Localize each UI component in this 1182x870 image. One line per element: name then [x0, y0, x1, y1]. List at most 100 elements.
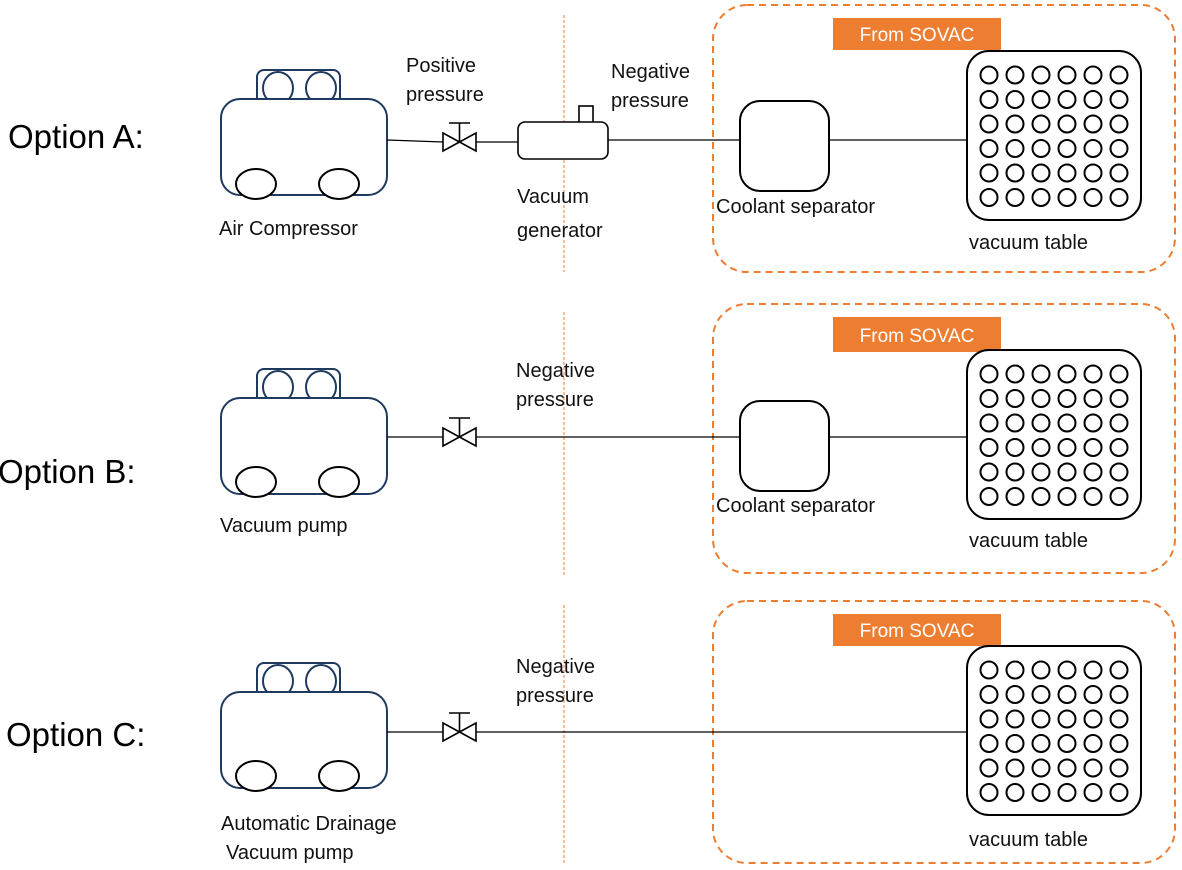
vacuum-hole — [1005, 660, 1025, 680]
vacuum-hole — [1031, 783, 1051, 802]
vacuum-hole — [1109, 389, 1129, 408]
vacuum-hole — [1109, 709, 1129, 729]
vacuum-hole — [1083, 188, 1103, 207]
vacuum-pump-icon-c — [220, 662, 388, 792]
coolant-separator-label-a: Coolant separator — [716, 196, 875, 218]
vacuum-hole — [979, 487, 999, 506]
vacuum-hole — [1083, 114, 1103, 134]
sovac-label-box-a — [833, 18, 1001, 50]
vacuum-hole — [1005, 389, 1025, 408]
negative-pressure-c-line-2: pressure — [516, 685, 594, 707]
vacuum-generator-icon — [517, 105, 609, 160]
vacuum-generator-line-2: generator — [517, 220, 603, 242]
vacuum-hole — [1109, 188, 1129, 207]
vacuum-hole — [1057, 163, 1077, 183]
vacuum-hole — [1057, 65, 1077, 85]
vacuum-hole — [1109, 783, 1129, 802]
vacuum-hole — [1109, 413, 1129, 433]
vacuum-hole — [1031, 685, 1051, 704]
vacuum-hole — [1005, 139, 1025, 158]
vacuum-hole — [1005, 364, 1025, 384]
positive-pressure-line-2: pressure — [406, 84, 484, 106]
vacuum-hole — [1057, 90, 1077, 109]
air-compressor-icon — [220, 69, 388, 200]
vacuum-table-label-c: vacuum table — [969, 829, 1088, 851]
vacuum-hole — [1057, 413, 1077, 433]
negative-pressure-a-line-2: pressure — [611, 90, 689, 112]
vacuum-hole — [979, 413, 999, 433]
vacuum-hole — [979, 364, 999, 384]
sovac-region-a — [712, 4, 1176, 273]
vacuum-hole — [979, 163, 999, 183]
coolant-separator-a — [739, 100, 830, 192]
valve-icon-c — [442, 712, 477, 743]
vacuum-hole — [1005, 487, 1025, 506]
option-a-row: Option A: From SOVAC Air Compressor — [8, 4, 1176, 273]
vacuum-generator-line-1: Vacuum — [517, 186, 589, 208]
vacuum-hole — [1005, 114, 1025, 134]
sovac-label-b: From SOVAC — [860, 326, 975, 347]
vacuum-hole — [1109, 364, 1129, 384]
positive-pressure-label-a: Positive pressure — [406, 55, 484, 106]
valve-icon-a — [442, 122, 477, 153]
vacuum-hole — [1057, 709, 1077, 729]
vacuum-hole — [1057, 685, 1077, 704]
vacuum-hole — [1109, 163, 1129, 183]
air-compressor-label: Air Compressor — [219, 218, 358, 240]
vacuum-hole — [1109, 462, 1129, 482]
vacuum-hole — [1057, 114, 1077, 134]
vacuum-hole — [979, 65, 999, 85]
coolant-separator-label-b: Coolant separator — [716, 495, 875, 517]
vacuum-hole — [1005, 188, 1025, 207]
vacuum-hole — [1031, 758, 1051, 778]
vacuum-hole — [1109, 685, 1129, 704]
vacuum-hole — [979, 139, 999, 158]
option-c-title: Option C: — [6, 716, 145, 753]
vacuum-hole — [1031, 364, 1051, 384]
vacuum-hole — [1031, 438, 1051, 457]
vacuum-hole — [1083, 139, 1103, 158]
vacuum-pump-c-line-2: Vacuum pump — [226, 842, 353, 864]
vacuum-hole — [1083, 709, 1103, 729]
vacuum-hole — [1057, 438, 1077, 457]
vacuum-hole — [979, 734, 999, 753]
vacuum-table-label-a: vacuum table — [969, 232, 1088, 254]
vacuum-pump-label-c: Automatic Drainage Vacuum pump — [221, 813, 402, 864]
coolant-separator-b — [739, 400, 830, 492]
option-a-title: Option A: — [8, 118, 144, 155]
vacuum-hole — [1083, 660, 1103, 680]
vacuum-pump-label-b: Vacuum pump — [220, 515, 347, 537]
sovac-region-b — [712, 303, 1176, 574]
vacuum-hole — [1031, 487, 1051, 506]
vacuum-hole — [1005, 413, 1025, 433]
vacuum-hole — [1057, 734, 1077, 753]
vacuum-hole — [1031, 188, 1051, 207]
vacuum-hole — [1109, 438, 1129, 457]
vacuum-hole — [1057, 660, 1077, 680]
vacuum-hole — [1083, 438, 1103, 457]
vacuum-table-holes-a — [979, 65, 1129, 207]
vacuum-hole — [1083, 758, 1103, 778]
vacuum-pump-c-line-1: Automatic Drainage — [221, 813, 397, 835]
vacuum-hole — [1083, 783, 1103, 802]
vacuum-table-holes-b — [979, 364, 1129, 506]
vacuum-hole — [1083, 364, 1103, 384]
negative-pressure-b-line-2: pressure — [516, 389, 594, 411]
vacuum-hole — [1083, 163, 1103, 183]
sovac-label-c: From SOVAC — [860, 621, 975, 642]
valve-icon-b — [442, 417, 477, 448]
vacuum-hole — [1057, 389, 1077, 408]
vacuum-hole — [979, 685, 999, 704]
vacuum-hole — [1083, 685, 1103, 704]
vacuum-hole — [1005, 709, 1025, 729]
vacuum-hole — [1031, 709, 1051, 729]
vacuum-hole — [1031, 90, 1051, 109]
vacuum-hole — [1083, 734, 1103, 753]
sovac-label-a: From SOVAC — [860, 25, 975, 46]
vacuum-hole — [979, 660, 999, 680]
negative-pressure-label-a: Negative pressure — [611, 61, 696, 112]
vacuum-hole — [1109, 65, 1129, 85]
vacuum-hole — [1083, 90, 1103, 109]
vacuum-table-label-b: vacuum table — [969, 530, 1088, 552]
